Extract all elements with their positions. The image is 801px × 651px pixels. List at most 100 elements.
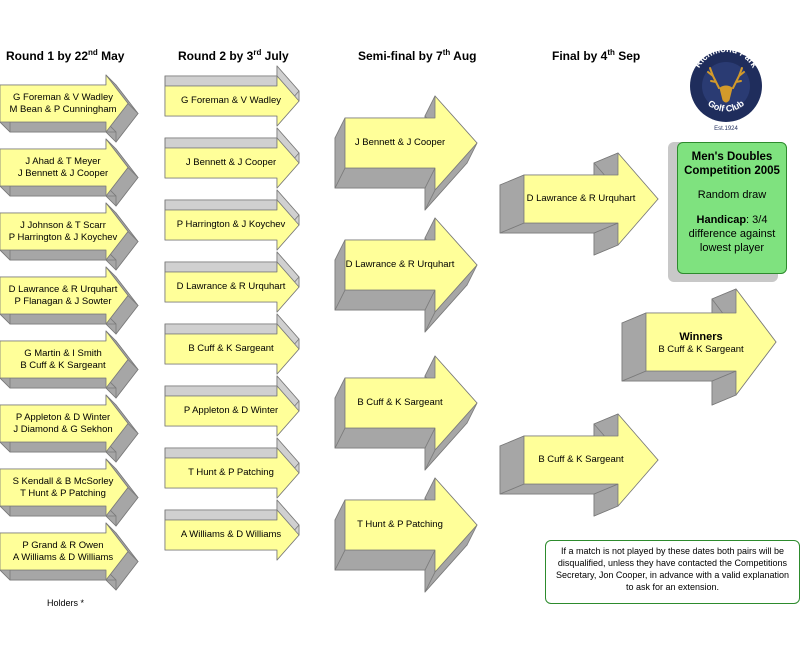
round2-entry-8-label-line: A Williams & D Williams xyxy=(180,529,282,540)
draw-type: Random draw xyxy=(697,189,767,201)
final-entry-1-face xyxy=(523,152,659,246)
round2-entry-5-label: B Cuff & K Sargeant xyxy=(161,343,301,355)
semifinal-entry-3-side xyxy=(334,427,436,449)
round2-entry-8-label: A Williams & D Williams xyxy=(161,529,301,541)
round1-match-2-side xyxy=(0,185,117,197)
round2-entry-1-face xyxy=(164,75,300,127)
round2-entry-4-label-line: D Lawrance & R Urquhart xyxy=(176,281,286,292)
round2-entry-3-face xyxy=(164,199,300,251)
round2-entry-7-side xyxy=(164,447,278,459)
final-entry-2-label-line: B Cuff & K Sargeant xyxy=(538,454,624,465)
round2-entry-1-label: G Foreman & V Wadley xyxy=(161,95,301,107)
competition-info-box: Men's Doubles Competition 2005 Random dr… xyxy=(677,142,787,274)
round1-match-2-label-line: J Bennett & J Cooper xyxy=(17,167,109,179)
handicap-rule: Handicap: 3/4 difference against lowest … xyxy=(688,214,776,254)
round2-entry-5-side xyxy=(164,323,278,335)
semifinal-entry-4-face xyxy=(344,477,478,573)
round2-entry-7-label-line: T Hunt & P Patching xyxy=(188,467,274,478)
deadline-note: If a match is not played by these dates … xyxy=(545,540,800,604)
round2-entry-4-label: D Lawrance & R Urquhart xyxy=(161,281,301,293)
semifinal-entry-4-side xyxy=(334,549,436,571)
header-round1: Round 1 by 22nd May xyxy=(6,48,125,63)
round1-match-8-label-line: P Grand & R Owen xyxy=(22,539,104,551)
round1-match-3-face xyxy=(0,202,129,261)
round1-match-7-label-line: T Hunt & P Patching xyxy=(20,487,106,499)
round1-match-4-side xyxy=(0,313,117,325)
holders-note: Holders * xyxy=(47,598,85,608)
round2-entry-8-side xyxy=(164,509,278,521)
semifinal-entry-2-side xyxy=(334,289,436,311)
round2-entry-3-label-line: P Harrington & J Koychev xyxy=(176,219,286,230)
semifinal-entry-2-face xyxy=(344,217,478,313)
round1-match-3-label-line: J Johnson & T Scarr xyxy=(20,219,106,231)
header-final: Final by 4th Sep xyxy=(552,48,641,63)
round2-entry-3-side xyxy=(164,199,278,211)
round2-entry-4-side xyxy=(164,261,278,273)
logo-bottom-text: Golf Club xyxy=(706,98,746,114)
semifinal-entry-4-label-line: T Hunt & P Patching xyxy=(357,519,443,530)
winners-label-line: B Cuff & K Sargeant xyxy=(658,344,744,355)
semifinal-entry-1-side xyxy=(334,167,436,189)
winners-label-line: Winners xyxy=(679,331,723,343)
round2-entry-6-label-line: P Appleton & D Winter xyxy=(183,405,279,416)
header-semifinal: Semi-final by 7th Aug xyxy=(358,48,477,63)
round1-match-6-face xyxy=(0,394,129,453)
round2-entry-1-side xyxy=(164,75,278,87)
club-logo: Richmond Park Golf Club Est.1924 xyxy=(690,44,762,132)
semifinal-entry-1-label-line: J Bennett & J Cooper xyxy=(354,137,446,148)
round2-entry-4-face xyxy=(164,261,300,313)
round2-entry-5-label-line: B Cuff & K Sargeant xyxy=(188,343,274,354)
round2-entry-2-label: J Bennett & J Cooper xyxy=(161,157,301,169)
round1-match-2-face xyxy=(0,138,129,197)
round1-match-5-label-line: B Cuff & K Sargeant xyxy=(20,359,106,371)
semifinal-entry-2-label: D Lawrance & R Urquhart xyxy=(341,259,459,271)
round2-entry-6-face xyxy=(164,385,300,437)
round2-entry-1-label-line: G Foreman & V Wadley xyxy=(181,95,281,106)
round1-match-4-face xyxy=(0,266,129,325)
round1-match-5-side xyxy=(0,377,117,389)
semifinal-entry-3-face xyxy=(344,355,478,451)
header-round2: Round 2 by 3rd July xyxy=(178,48,289,63)
winners-face xyxy=(645,288,777,396)
semifinal-entry-1-label: J Bennett & J Cooper xyxy=(341,137,459,149)
round1-match-7-side xyxy=(0,505,117,517)
semifinal-entry-4-label: T Hunt & P Patching xyxy=(341,519,459,531)
round1-match-4-label-line: D Lawrance & R Urquhart xyxy=(8,283,118,295)
round1-match-1-side xyxy=(0,121,117,133)
round2-entry-2-label-line: J Bennett & J Cooper xyxy=(185,157,277,168)
final-entry-2-face xyxy=(523,413,659,507)
final-entry-1-label-line: D Lawrance & R Urquhart xyxy=(526,193,636,204)
round1-match-3-label-line: P Harrington & J Koychev xyxy=(8,231,118,243)
round1-match-6-label-line: P Appleton & D Winter xyxy=(15,411,111,423)
round1-match-6-label-line: J Diamond & G Sekhon xyxy=(13,423,113,435)
semifinal-entry-3-label: B Cuff & K Sargeant xyxy=(341,397,459,409)
round1-match-7-face xyxy=(0,458,129,517)
round2-entry-5-face xyxy=(164,323,300,375)
round2-entry-7-face xyxy=(164,447,300,499)
round1-match-7-label-line: S Kendall & B McSorley xyxy=(12,475,114,487)
competition-title: Men's Doubles Competition 2005 xyxy=(684,151,780,177)
round2-entry-6-side xyxy=(164,385,278,397)
round1-match-8-side xyxy=(0,569,117,581)
round1-match-8-face xyxy=(0,522,129,581)
round1-match-8-label-line: A Williams & D Williams xyxy=(12,551,114,563)
round1-match-1-face xyxy=(0,74,129,133)
round1-match-1-label-line: G Foreman & V Wadley xyxy=(13,91,113,103)
round2-entry-8-face xyxy=(164,509,300,561)
round2-entry-2-face xyxy=(164,137,300,189)
final-entry-2-label: B Cuff & K Sargeant xyxy=(520,454,642,466)
round2-entry-6-label: P Appleton & D Winter xyxy=(161,405,301,417)
final-entry-1-label: D Lawrance & R Urquhart xyxy=(520,193,642,205)
round1-match-6-side xyxy=(0,441,117,453)
logo-est-text: Est.1924 xyxy=(714,126,738,132)
semifinal-entry-3-label-line: B Cuff & K Sargeant xyxy=(357,397,443,408)
